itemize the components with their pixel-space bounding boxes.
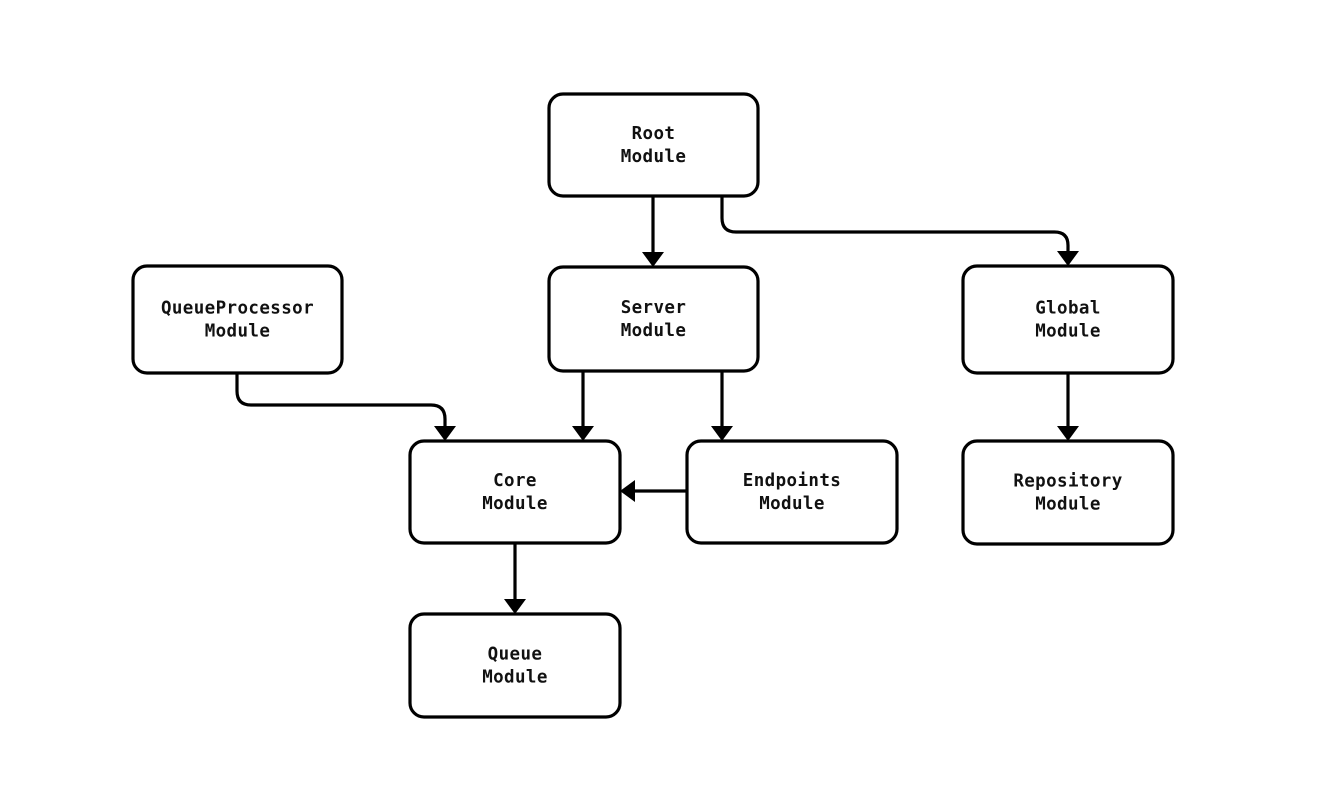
node-box[interactable] [131,264,344,375]
edge-arrowhead [711,426,733,441]
node-label-line1: Global [1035,299,1101,319]
edge-arrowhead [504,599,526,614]
edge-root-to-global: Root Module to Global Module [720,196,1079,266]
node-label-line2: Module [621,147,687,167]
node-global[interactable]: GlobalModuleGlobal Module [961,264,1175,375]
node-label-line1: Queue [488,645,543,665]
edge-arrowhead [572,426,594,441]
node-label-line1: Core [493,471,537,491]
edge-line [720,196,1070,259]
edges-layer: Root Module to Server Module Root Module … [235,196,1079,614]
edge-core-to-queue: Core Module to Queue Module [504,543,526,614]
node-root[interactable]: RootModuleRoot Module [547,92,760,198]
node-box[interactable] [961,439,1175,546]
edge-arrowhead [1057,251,1079,266]
edge-server-to-core: Server Module to Core Module [572,371,594,441]
node-label-line1: Root [632,124,676,144]
node-repository[interactable]: RepositoryModuleRepository Module [961,439,1175,546]
edge-endpoints-to-core: Endpoints Module to Core Module [620,480,687,502]
node-box[interactable] [547,265,760,373]
edge-global-to-repository: Global Module to Repository Module [1057,373,1079,441]
node-label-line1: Server [621,298,687,318]
edge-arrowhead [642,252,664,267]
edge-queueprocessor-to-core: QueueProcessor Module to Core Module [235,373,456,441]
edge-root-to-server: Root Module to Server Module [642,196,664,267]
node-endpoints[interactable]: EndpointsModuleEndpoints Module [685,439,899,545]
edge-server-to-endpoints: Server Module to Endpoints Module [711,371,733,441]
node-label-line2: Module [621,321,687,341]
edge-arrowhead [434,426,456,441]
node-label-line2: Module [205,322,271,342]
node-box[interactable] [961,264,1175,375]
node-box[interactable] [685,439,899,545]
node-label-line1: Repository [1013,472,1122,492]
node-label-line1: Endpoints [743,471,841,491]
node-queueprocessor[interactable]: QueueProcessorModuleQueueProcessor Modul… [131,264,344,375]
node-label-line2: Module [759,494,825,514]
node-label-line2: Module [1035,495,1101,515]
node-server[interactable]: ServerModuleServer Module [547,265,760,373]
node-label-line2: Module [482,668,548,688]
node-box[interactable] [408,439,622,545]
edge-arrowhead [1057,426,1079,441]
node-box[interactable] [547,92,760,198]
nodes-layer: RootModuleRoot ModuleQueueProcessorModul… [131,92,1175,719]
node-core[interactable]: CoreModuleCore Module [408,439,622,545]
node-label-line2: Module [482,494,548,514]
node-label-line2: Module [1035,322,1101,342]
edge-arrowhead [620,480,635,502]
node-box[interactable] [408,612,622,719]
edge-line [235,373,447,433]
node-queue[interactable]: QueueModuleQueue Module [408,612,622,719]
node-label-line1: QueueProcessor [161,299,314,319]
